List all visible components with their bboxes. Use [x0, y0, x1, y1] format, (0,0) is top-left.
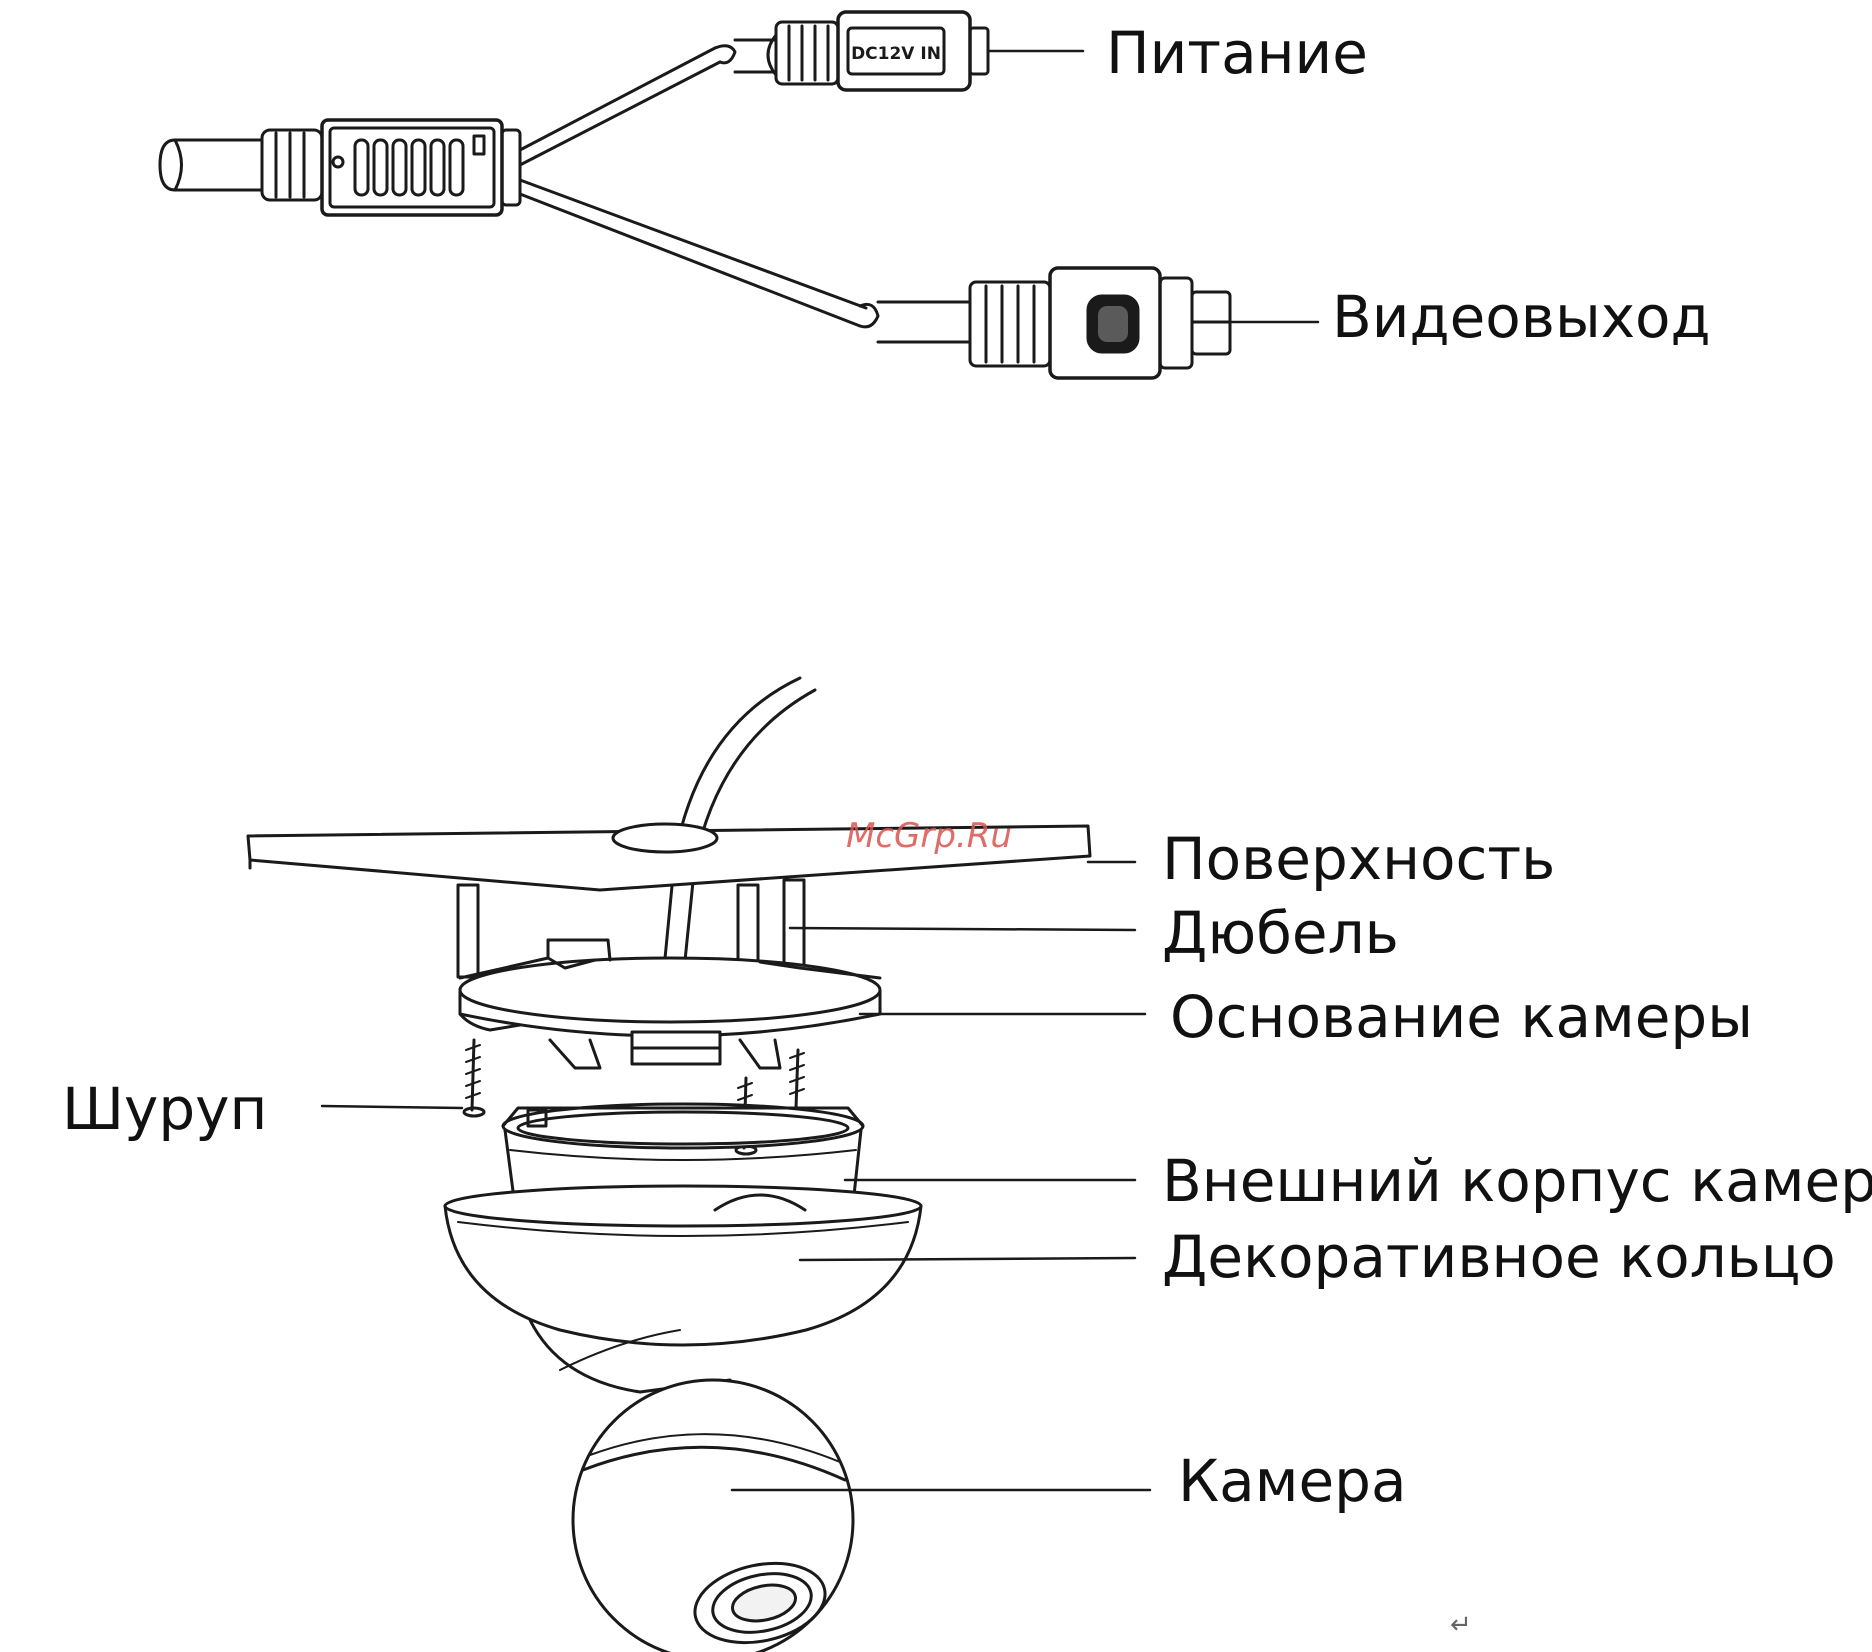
camera-ball	[573, 1380, 1150, 1652]
power-plug: DC12V IN	[735, 12, 1083, 90]
label-dowel: Дюбель	[1162, 904, 1399, 962]
main-cable	[160, 140, 262, 190]
dome-mount-exploded-view	[248, 678, 1150, 1652]
molded-connector-body	[262, 120, 520, 215]
label-surface: Поверхность	[1162, 830, 1555, 888]
label-power: Питание	[1106, 24, 1368, 82]
screw-left	[464, 1040, 484, 1116]
label-camera: Камера	[1178, 1452, 1407, 1510]
watermark: McGrp.Ru	[846, 816, 1012, 856]
split-wires	[520, 46, 878, 327]
label-camera-base: Основание камеры	[1170, 988, 1753, 1046]
plug-marking: DC12V IN	[851, 44, 941, 64]
label-video-output: Видеовыход	[1332, 288, 1711, 346]
label-screw: Шуруп	[62, 1080, 267, 1138]
screw-right-back	[790, 1050, 804, 1108]
bnc-connector	[878, 268, 1318, 378]
return-mark: ↵	[1450, 1610, 1472, 1640]
decorative-ring	[445, 1186, 1135, 1392]
label-camera-housing: Внешний корпус камеры	[1162, 1152, 1872, 1210]
label-decorative-ring: Декоративное кольцо	[1162, 1228, 1836, 1286]
